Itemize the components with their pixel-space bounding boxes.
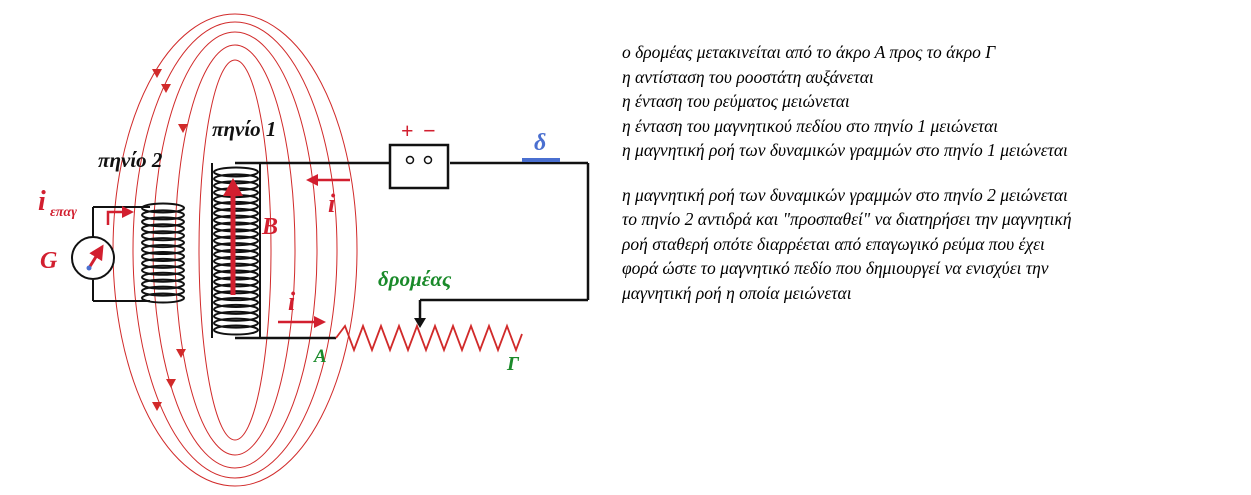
coil-1-turn (213, 235, 259, 247)
coil-2-turn (141, 244, 185, 256)
coil-2-turn (141, 223, 185, 235)
b-field-arrow-head (223, 178, 243, 196)
coil-1-turn (213, 303, 259, 315)
coil-1 (211, 163, 261, 338)
minus-label: − (423, 118, 436, 143)
field-line (198, 59, 272, 441)
coil-2-turn (141, 230, 185, 242)
current-arrow-top-head (306, 174, 318, 186)
field-arrows (152, 69, 188, 411)
rheostat-resistor (335, 323, 523, 353)
coil-2-turn (141, 250, 185, 262)
coil-1-turn (213, 221, 259, 233)
galvanometer-circuit (92, 206, 150, 302)
coil-2-turn (141, 216, 185, 228)
coil-2-turn (141, 264, 185, 276)
explanation-text: ο δρομέας μετακινείται από το άκρο Α προ… (622, 40, 1247, 325)
coil-2-turn (141, 278, 185, 290)
coil-1-turn (213, 276, 259, 288)
galvanometer-label: G (40, 248, 58, 274)
battery-terminal (423, 155, 433, 165)
coil-1-turn (213, 166, 259, 178)
field-arrow (152, 402, 162, 411)
coil-1-turn (213, 214, 259, 226)
field-arrow (166, 379, 176, 388)
field-arrow (176, 349, 186, 358)
explanation-line: μαγνητική ροή η οποία μειώνεται (622, 282, 852, 303)
endpoint-a-label: A (313, 346, 327, 367)
coil-1-turn (213, 242, 259, 254)
coil-1-turn (213, 262, 259, 274)
coil-2-turn (141, 257, 185, 269)
explanation-line: η μαγνητική ροή των δυναμικών γραμμών στ… (622, 140, 1068, 160)
coil-2-turn (141, 292, 185, 304)
coil-1-turn (213, 207, 259, 219)
plus-label: + (401, 118, 414, 143)
explanation-paragraph-1: ο δρομέας μετακινείται από το άκρο Α προ… (622, 40, 1247, 163)
b-field-label: B (261, 214, 278, 240)
coil-1-label: πηνίο 1 (212, 117, 276, 141)
coil-1-turn (213, 290, 259, 302)
coil-1-turn (213, 310, 259, 322)
coil-1-turn (213, 200, 259, 212)
current-label-bottom: i (288, 287, 296, 316)
explanation-line: η ένταση του μαγνητικού πεδίου στο πηνίο… (622, 115, 999, 136)
galvanometer-pivot (86, 265, 92, 271)
explanation-line: η αντίσταση του ροοστάτη αυξάνεται (622, 66, 874, 87)
battery-box (388, 143, 450, 190)
delta-label: δ (534, 130, 546, 156)
explanation-line: φορά ώστε το μαγνητικό πεδίο που δημιουρ… (622, 258, 1049, 278)
explanation-line: η ένταση του ρεύματος μειώνεται (622, 91, 850, 111)
slider-label: δρομέας (378, 267, 452, 291)
induced-current-arrow-shaft (106, 210, 124, 225)
explanation-line: το πηνίο 2 αντιδρά και "προσπαθεί" να δι… (622, 209, 1072, 229)
galvanometer (71, 236, 115, 280)
battery-terminal (405, 155, 415, 165)
induced-current-label: i (38, 186, 46, 217)
field-line (174, 44, 296, 456)
galvanometer-dial (71, 236, 115, 280)
coil-1-turn (213, 173, 259, 185)
field-line (132, 21, 338, 479)
field-arrow (161, 84, 171, 93)
field-arrow (178, 124, 188, 133)
coil-1-turn (213, 324, 259, 336)
coil-1-turn (213, 255, 259, 267)
coil-2 (141, 202, 185, 304)
coil-2-turn (141, 237, 185, 249)
field-arrow (152, 69, 162, 78)
coil-1-turn (213, 228, 259, 240)
explanation-paragraph-2: η μαγνητική ροή των δυναμικών γραμμών στ… (622, 183, 1247, 306)
coil-2-label: πηνίο 2 (98, 148, 163, 172)
induced-current-arrow-head (122, 206, 134, 218)
coil-1-turn (213, 269, 259, 281)
slider-arrowhead (414, 318, 426, 328)
explanation-line: ροή σταθερή οπότε διαρρέεται από επαγωγι… (622, 233, 1045, 254)
endpoint-gamma-label: Γ (506, 353, 520, 375)
current-label-top: i (328, 189, 336, 218)
coil-2-turn (141, 209, 185, 221)
galvanometer-needle (87, 244, 104, 269)
induced-current-subscript: επαγ (50, 205, 77, 220)
coil-1-turn (213, 317, 259, 329)
coil-2-turn (141, 271, 185, 283)
battery (388, 143, 450, 190)
explanation-line: ο δρομέας μετακινείται από το άκρο Α προ… (622, 42, 996, 62)
coil-2-turn (141, 285, 185, 297)
current-arrow-bottom-head (314, 316, 326, 328)
coil-1-turn (213, 283, 259, 295)
field-line (152, 31, 318, 469)
coil-1-turn (213, 297, 259, 309)
explanation-line: η μαγνητική ροή των δυναμικών γραμμών στ… (622, 184, 1068, 205)
coil-1-turn (213, 248, 259, 260)
